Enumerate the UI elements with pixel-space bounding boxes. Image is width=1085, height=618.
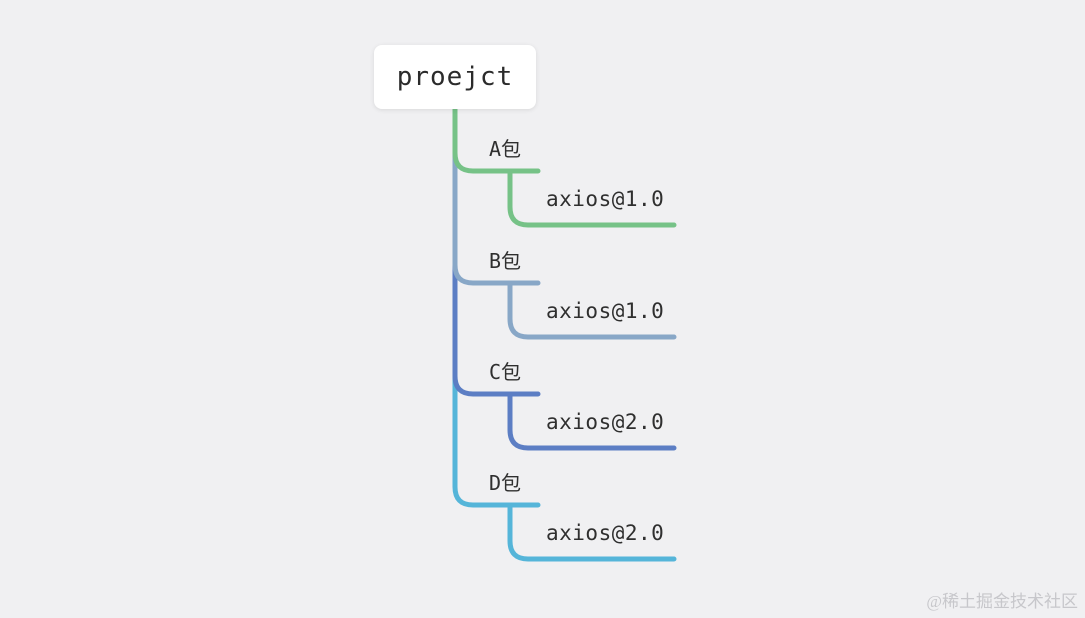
- branch-d-link: [452, 106, 541, 508]
- branch-c-link: [452, 106, 541, 397]
- branch-b-child-node-label: axios@1.0: [546, 299, 665, 323]
- branch-c-node-label: C包: [489, 360, 522, 384]
- branch-c-child-link: [507, 391, 677, 451]
- root-node: proejct: [374, 45, 536, 109]
- branch-c-child-node-label: axios@2.0: [546, 410, 665, 434]
- branch-a-node-label: A包: [489, 137, 522, 161]
- branch-b-child-link: [507, 280, 677, 340]
- branch-a-link: [452, 106, 541, 174]
- branch-d-child-node-label: axios@2.0: [546, 521, 665, 545]
- branch-d-child-link: [507, 502, 677, 562]
- branch-a-child-link: [507, 168, 677, 228]
- branch-b-link: [452, 106, 541, 286]
- watermark-text: @稀土掘金技术社区: [926, 592, 1078, 611]
- root-node-label: proejct: [396, 62, 514, 92]
- branch-b-node-label: B包: [489, 249, 522, 273]
- branch-a-child-node-label: axios@1.0: [546, 187, 665, 211]
- branch-d-node-label: D包: [489, 471, 522, 495]
